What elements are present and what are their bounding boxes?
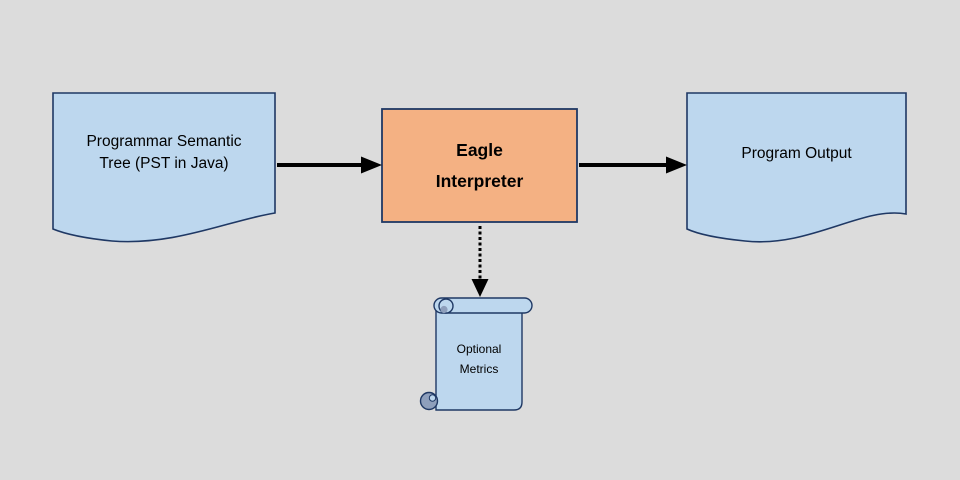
output-document-shape	[686, 92, 907, 243]
scroll-bottom-curl-inner	[428, 394, 437, 402]
interpreter-process-shape	[381, 108, 578, 223]
arrowhead-icon	[471, 279, 489, 297]
arrow-interpreter-to-output	[579, 156, 687, 174]
pst-document-shape	[52, 92, 276, 243]
scroll-top-roll	[433, 297, 533, 314]
dotted-arrow-interpreter-to-metrics	[471, 226, 489, 297]
arrowhead-icon	[666, 156, 687, 174]
scroll-bottom-curl	[419, 391, 439, 411]
scroll-body	[435, 305, 523, 411]
metrics-scroll-shape	[419, 297, 533, 411]
scroll-top-curl-shadow	[440, 305, 448, 314]
arrowhead-icon	[361, 156, 382, 174]
arrow-pst-to-interpreter	[277, 156, 382, 174]
